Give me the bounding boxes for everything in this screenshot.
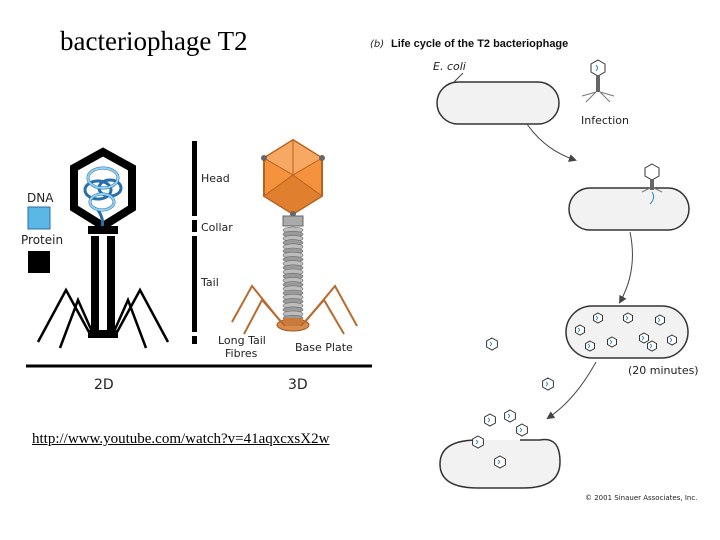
ecoli-cell-1: [436, 81, 560, 125]
label-tail: Tail: [200, 276, 219, 289]
new-phages: [575, 312, 677, 352]
copyright: © 2001 Sinauer Associates, Inc.: [585, 494, 697, 502]
panel-letter: (b): [370, 39, 384, 50]
label-2d: 2D: [94, 377, 114, 393]
label-3d: 3D: [288, 377, 308, 393]
collar-3d: [282, 215, 304, 227]
released-phages: [472, 337, 554, 469]
dna-legend-swatch: [27, 206, 51, 230]
phage-2d-diagram: DNA Protein 2D: [21, 147, 372, 393]
protein-legend-label: Protein: [21, 233, 63, 247]
dna-legend-label: DNA: [27, 191, 54, 205]
phage-3d-diagram: Long Tail Fibres Base Plate 3D: [218, 138, 358, 393]
life-cycle-panel: (b) Life cycle of the T2 bacteriophage E…: [370, 38, 699, 502]
label-base-plate: Base Plate: [295, 341, 353, 354]
youtube-link[interactable]: http://www.youtube.com/watch?v=41aqxcxsX…: [32, 431, 330, 447]
host-label: E. coli: [433, 60, 466, 73]
label-long-tail-fibres-2: Fibres: [225, 347, 258, 360]
step-infection: Infection: [581, 114, 629, 127]
scale-bar: Head Collar Tail: [192, 141, 233, 344]
tail-sheath-2d: [91, 236, 99, 336]
label-long-tail-fibres-1: Long Tail: [218, 334, 266, 347]
slide-title: bacteriophage T2: [60, 26, 248, 56]
tail-sheath-3d: [282, 226, 304, 322]
label-head: Head: [201, 172, 230, 185]
tail-fibers-2d: [36, 287, 170, 349]
step-time: (20 minutes): [628, 364, 699, 377]
base-plate-2d: [88, 330, 118, 338]
protein-legend-swatch: [28, 251, 50, 273]
phage-attaching: [581, 59, 615, 103]
tail-fibers-3d: [231, 284, 358, 335]
label-collar: Collar: [201, 221, 233, 234]
life-cycle-title: Life cycle of the T2 bacteriophage: [391, 38, 568, 50]
ecoli-cell-2: [568, 187, 690, 231]
phage-injecting: [641, 163, 663, 205]
